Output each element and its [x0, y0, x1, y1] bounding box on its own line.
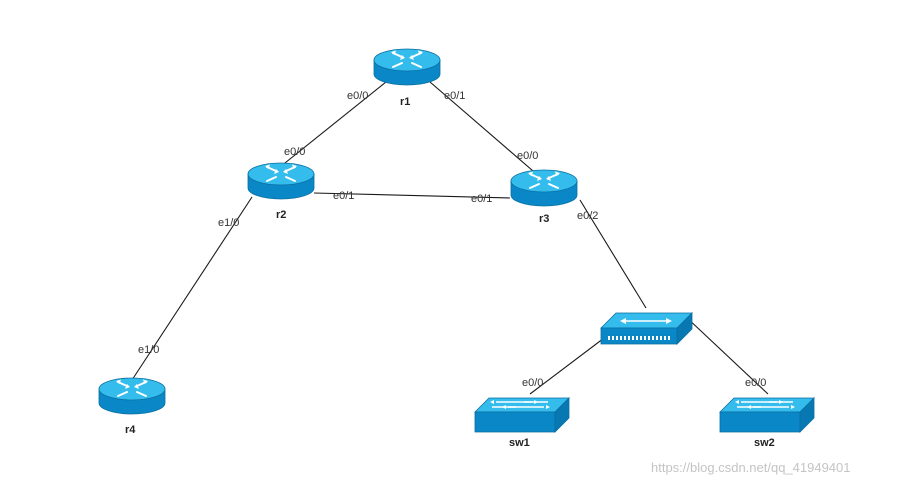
hub-device[interactable] — [600, 312, 693, 345]
switch-sw1[interactable] — [474, 397, 570, 433]
router-r2[interactable] — [247, 162, 315, 200]
interface-label-sw2-e0-0: e0/0 — [745, 377, 766, 389]
interface-label-r3-e0-1: e0/1 — [471, 193, 492, 205]
interface-label-r2-e1-0: e1/0 — [218, 217, 239, 229]
link-hub-sw2 — [684, 315, 769, 395]
switch-icon — [474, 397, 570, 433]
device-label-sw2: sw2 — [754, 437, 775, 449]
router-icon — [98, 377, 166, 415]
router-icon — [510, 169, 578, 207]
interface-label-r3-e0-0: e0/0 — [517, 150, 538, 162]
interface-label-sw1-e0-0: e0/0 — [522, 377, 543, 389]
interface-label-r2-e0-0: e0/0 — [284, 146, 305, 158]
device-label-sw1: sw1 — [509, 437, 530, 449]
device-label-r1: r1 — [400, 96, 410, 108]
router-r1[interactable] — [373, 48, 441, 86]
link-r1-r3 — [429, 81, 541, 178]
interface-label-r1-e0-0: e0/0 — [347, 90, 368, 102]
link-r2-r4 — [131, 196, 253, 381]
device-label-r2: r2 — [276, 209, 286, 221]
link-r1-r2 — [269, 81, 387, 176]
router-r4[interactable] — [98, 377, 166, 415]
link-r3-hub — [579, 199, 647, 309]
interface-label-r2-e0-1: e0/1 — [333, 190, 354, 202]
interface-label-r4-e1-0: e1/0 — [138, 344, 159, 356]
router-r3[interactable] — [510, 169, 578, 207]
links — [131, 81, 769, 395]
interface-label-r1-e0-1: e0/1 — [444, 90, 465, 102]
router-icon — [247, 162, 315, 200]
interface-label-r3-e0-2: e0/2 — [577, 210, 598, 222]
device-label-r4: r4 — [125, 424, 136, 436]
switch-icon — [719, 397, 815, 433]
switch-sw2[interactable] — [719, 397, 815, 433]
link-r2-r3 — [313, 192, 511, 199]
watermark: https://blog.csdn.net/qq_41949401 — [651, 460, 851, 475]
router-icon — [373, 48, 441, 86]
hub-icon — [600, 312, 693, 345]
device-label-r3: r3 — [539, 213, 549, 225]
